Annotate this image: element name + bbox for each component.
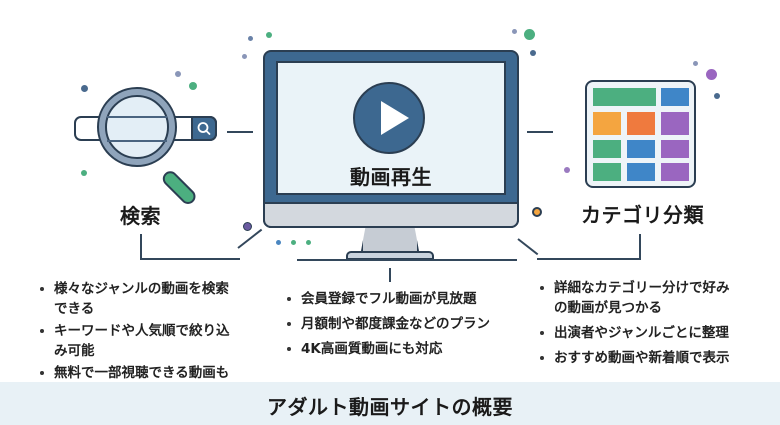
footer-band: アダルト動画サイトの概要: [0, 382, 780, 425]
decor-dot: [706, 69, 717, 80]
decor-dot: [306, 240, 311, 245]
connector-line: [517, 238, 539, 256]
list-item: 4K高画質動画にも対応: [285, 339, 525, 359]
decor-dot: [175, 71, 181, 77]
connector-line: [389, 268, 391, 282]
playback-bullet-list: 会員登録でフル動画が見放題 月額制や都度課金などのプラン 4K高画質動画にも対応: [285, 289, 525, 361]
list-item: キーワードや人気順で絞り込み可能: [38, 321, 238, 361]
list-item: 詳細なカテゴリー分けで好みの動画が見つかる: [538, 278, 738, 318]
grid-cell: [661, 88, 689, 106]
category-bullet-list: 詳細なカテゴリー分けで好みの動画が見つかる 出演者やジャンルごとに整理 おすすめ…: [538, 278, 738, 370]
monitor-stand-neck: [361, 226, 419, 251]
magnifier-small-icon: [197, 122, 211, 135]
connector-line: [227, 131, 253, 133]
decor-dot: [242, 54, 247, 59]
monitor-chin: [263, 202, 519, 228]
connector-line: [140, 258, 240, 260]
list-item: おすすめ動画や新着順で表示: [538, 348, 738, 368]
decor-dot: [512, 29, 517, 34]
grid-cell: [593, 140, 621, 158]
list-item: 無料で一部視聴できる動画も: [38, 363, 238, 383]
grid-cell: [661, 140, 689, 158]
decor-dot: [693, 61, 698, 66]
decor-line: [107, 140, 167, 142]
list-item: 様々なジャンルの動画を検索できる: [38, 279, 238, 319]
decor-dot: [530, 50, 536, 56]
connector-line: [237, 228, 263, 249]
list-item: 月額制や都度課金などのプラン: [285, 314, 525, 334]
connector-line: [140, 234, 142, 260]
connector-line: [527, 131, 553, 133]
connector-line: [639, 234, 641, 260]
grid-cell: [661, 112, 689, 135]
grid-cell: [627, 140, 655, 158]
section-title-playback: 動画再生: [350, 165, 432, 189]
decor-dot: [81, 85, 88, 92]
decor-line: [107, 116, 167, 118]
list-item: 出演者やジャンルごとに整理: [538, 323, 738, 343]
grid-cell: [593, 112, 621, 135]
grid-icon: [585, 80, 696, 188]
decor-dot: [524, 29, 535, 40]
grid-cell: [593, 88, 656, 106]
section-title-category: カテゴリ分類: [581, 203, 704, 227]
decor-dot: [243, 222, 252, 231]
search-button-illustration: [191, 116, 217, 141]
play-triangle: [381, 101, 409, 135]
connector-line: [297, 259, 517, 261]
connector-line: [537, 258, 641, 260]
decor-dot: [248, 36, 253, 41]
grid-cell: [661, 163, 689, 181]
list-item: 会員登録でフル動画が見放題: [285, 289, 525, 309]
grid-cell: [627, 163, 655, 181]
section-title-search: 検索: [120, 204, 161, 228]
magnifier-lens: [105, 95, 169, 159]
footer-title: アダルト動画サイトの概要: [267, 395, 513, 419]
connector-line: [489, 259, 503, 261]
grid-cell: [593, 163, 621, 181]
decor-dot: [189, 82, 197, 90]
decor-dot: [81, 170, 87, 176]
grid-cell: [627, 112, 655, 135]
magnifier-handle: [159, 168, 199, 208]
decor-dot: [564, 167, 570, 173]
search-bullet-list: 様々なジャンルの動画を検索できる キーワードや人気順で絞り込み可能 無料で一部視…: [38, 279, 238, 385]
decor-dot: [532, 207, 542, 217]
decor-dot: [291, 240, 296, 245]
decor-dot: [266, 32, 272, 38]
decor-dot: [714, 93, 720, 99]
decor-dot: [276, 240, 281, 245]
